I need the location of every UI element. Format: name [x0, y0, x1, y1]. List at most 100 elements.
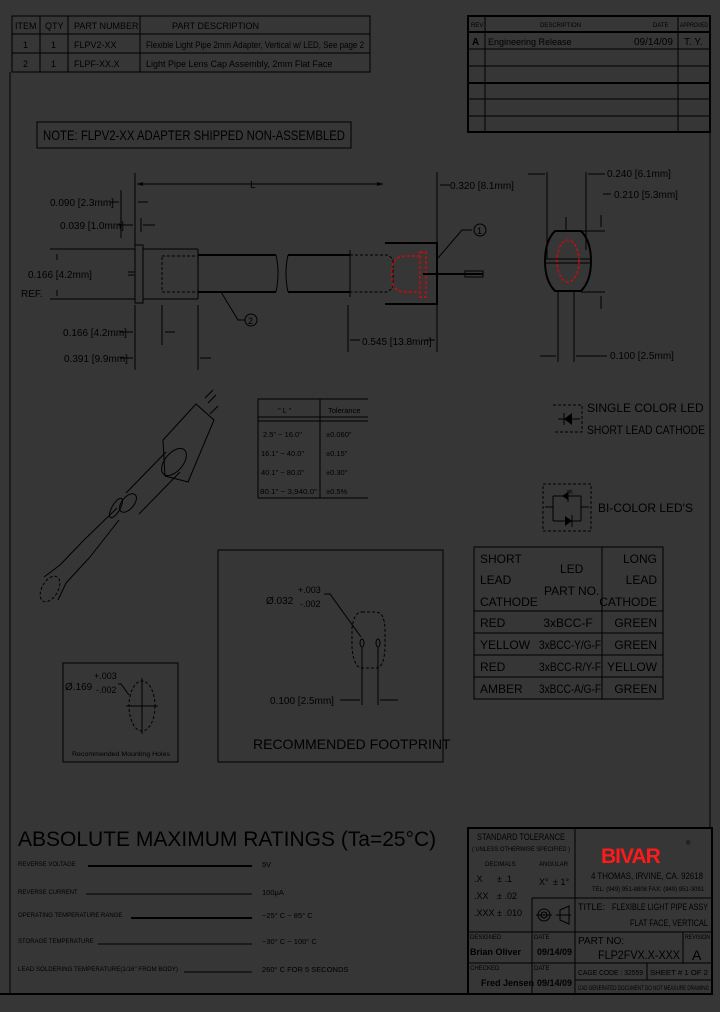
- bom-item: 2: [23, 59, 28, 69]
- title-block: STANDARD TOLERANCE ( UNLESS OTHERWISE SP…: [467, 827, 713, 995]
- short-header: LEAD: [480, 573, 512, 587]
- length-tolerance: ±0.5%: [326, 487, 348, 496]
- length-range: 16.1" ~ 40.0": [261, 449, 304, 458]
- rev-date: 09/14/09: [634, 37, 673, 48]
- long-lead-color: YELLOW: [607, 660, 658, 674]
- long-header: CATHODE: [599, 595, 657, 609]
- length-tolerance: ±0.30": [326, 468, 348, 477]
- recommended-footprint: Ø.032 +.003 -.002 0.100 [2.5mm] RECOMMEN…: [217, 549, 451, 763]
- angular-value: ± 1°: [553, 877, 569, 887]
- short-header: SHORT: [480, 552, 522, 566]
- checked-label: CHECKED: [470, 966, 500, 972]
- sheet-number: SHEET # 1 OF 2: [650, 968, 708, 977]
- rating-value: 5V: [262, 860, 271, 869]
- tolerance-decimal: .XX: [474, 891, 489, 901]
- rating-label: LEAD SOLDERING TEMPERATURE(1/16" FROM BO…: [18, 967, 178, 973]
- short-lead-color: RED: [480, 616, 506, 630]
- bom-part: FLPV2-XX: [74, 40, 117, 50]
- recommended-mounting-holes: Ø.169 +.003 -.002 Recommended Mounting H…: [62, 662, 179, 763]
- bi-color-led-symbol: K: [542, 483, 592, 532]
- short-lead-color: YELLOW: [480, 638, 531, 652]
- dim-0166: 0.166 [4.2mm]: [63, 328, 127, 339]
- tolerance-subtitle: ( UNLESS OTHERWISE SPECIFIED ): [472, 847, 570, 853]
- part-header: LED: [560, 562, 584, 576]
- bom-qty: 1: [51, 59, 56, 69]
- short-lead-cathode-label: SHORT LEAD CATHODE: [587, 423, 705, 437]
- bom-header-desc: PART DESCRIPTION: [172, 21, 259, 31]
- bom-qty: 1: [51, 40, 56, 50]
- rev-approved: T. Y.: [684, 37, 703, 48]
- led-part-number: 3xBCC-F: [543, 616, 592, 630]
- short-header: CATHODE: [480, 595, 538, 609]
- revision-label: REVISION: [685, 935, 710, 941]
- length-range: 2.5" ~ 16.0": [263, 430, 302, 439]
- bivar-logo: BIVAR: [601, 845, 661, 868]
- dim-L: L: [250, 180, 256, 191]
- length-header: " L ": [278, 406, 292, 415]
- note-box: [36, 121, 352, 149]
- mounting-tol-plus: +.003: [94, 671, 117, 681]
- led-part-number: 3xBCC-R/Y-F: [539, 660, 601, 674]
- tolerance-decimal: .X: [474, 874, 483, 884]
- footprint-diameter: Ø.032: [266, 596, 294, 607]
- tolerance-value: ± .010: [497, 908, 522, 918]
- rev-desc: Engineering Release: [488, 37, 572, 47]
- mounting-title: Recommended Mounting Holes: [72, 752, 170, 758]
- isometric-view-drawing: [39, 389, 219, 603]
- decimals-label: DECIMALS: [485, 862, 516, 868]
- company-phone: TEL: (949) 951-8808 FAX: (949) 951-3091: [592, 887, 705, 893]
- rating-label: STORAGE TEMPERATURE: [18, 939, 94, 945]
- rev-header-rev: REV: [471, 23, 483, 29]
- dim-0545: 0.545 [13.8mm]: [362, 337, 432, 348]
- footprint-title: RECOMMENDED FOOTPRINT: [253, 736, 451, 752]
- bom-item: 1: [23, 40, 28, 50]
- short-lead-color: AMBER: [480, 682, 523, 696]
- led-table-row: AMBER 3xBCC-A/G-F GREEN: [480, 682, 657, 696]
- dim-0039: 0.039 [1.0mm]: [60, 221, 124, 232]
- tolerance-header: Tolerance: [328, 406, 361, 415]
- long-lead-color: GREEN: [614, 616, 657, 630]
- drawing-title: FLAT FACE, VERTICAL: [630, 918, 708, 928]
- registered-mark: ®: [686, 840, 691, 847]
- drawing-title: FLEXIBLE LIGHT PIPE ASSY: [612, 902, 708, 912]
- rating-value: 260° C FOR 5 SECONDS: [262, 965, 348, 974]
- single-color-led-label: SINGLE COLOR LED: [587, 401, 704, 415]
- dim-0320: 0.320 [8.1mm]: [450, 181, 514, 192]
- date-label: DATE: [534, 966, 550, 972]
- tolerance-value: ± .1: [497, 874, 512, 884]
- checked-date: 09/14/09: [537, 978, 572, 988]
- tolerance-value: ± .02: [497, 891, 517, 901]
- part-no-label: PART NO:: [578, 936, 624, 947]
- led-table-row: RED 3xBCC-R/Y-F YELLOW: [480, 660, 658, 674]
- date-label: DATE: [534, 935, 550, 941]
- bom-desc: Flexible Light Pipe 2mm Adapter, Vertica…: [146, 40, 364, 50]
- callout-2: 2: [248, 316, 253, 326]
- dim-0166-ref: 0.166 [4.2mm]: [28, 270, 92, 281]
- led-table-row: YELLOW 3xBCC-Y/G-F GREEN: [480, 638, 657, 652]
- led-table-row: RED 3xBCC-F GREEN: [480, 616, 657, 630]
- bom-part: FLPF-XX.X: [74, 59, 120, 69]
- callout-1: 1: [477, 226, 482, 236]
- bom-header-item: ITEM: [15, 21, 37, 31]
- company-address: 4 THOMAS, IRVINE, CA. 92618: [591, 871, 703, 881]
- bom-desc: Light Pipe Lens Cap Assembly, 2mm Flat F…: [146, 59, 332, 69]
- revision-value: A: [692, 947, 702, 963]
- part-number: FLP2FVX.X-XXX: [598, 948, 680, 962]
- led-color-table: SHORT LEAD CATHODE LED PART NO. LONG LEA…: [473, 546, 664, 700]
- length-range: 80.1" ~ 3,940.0": [260, 487, 317, 496]
- footprint-tol-plus: +.003: [298, 585, 321, 595]
- rating-label: OPERATING TEMPERATURE RANGE: [18, 913, 122, 919]
- dim-ref-label: REF.: [21, 289, 43, 300]
- title-label: TITLE:: [578, 902, 605, 912]
- led-part-number: 3xBCC-A/G-F: [539, 682, 601, 696]
- bom-table: ITEM QTY PART NUMBER PART DESCRIPTION 1 …: [11, 15, 371, 73]
- short-lead-color: RED: [480, 660, 506, 674]
- led-part-number: 3xBCC-Y/G-F: [539, 638, 601, 652]
- cathode-k-label: K: [569, 490, 573, 496]
- cage-code: CAGE CODE : 32559: [578, 968, 643, 977]
- bom-row: 1 1 FLPV2-XX Flexible Light Pipe 2mm Ada…: [23, 40, 364, 50]
- single-color-led-symbol: [553, 404, 583, 433]
- dim-0240: 0.240 [6.1mm]: [607, 169, 671, 180]
